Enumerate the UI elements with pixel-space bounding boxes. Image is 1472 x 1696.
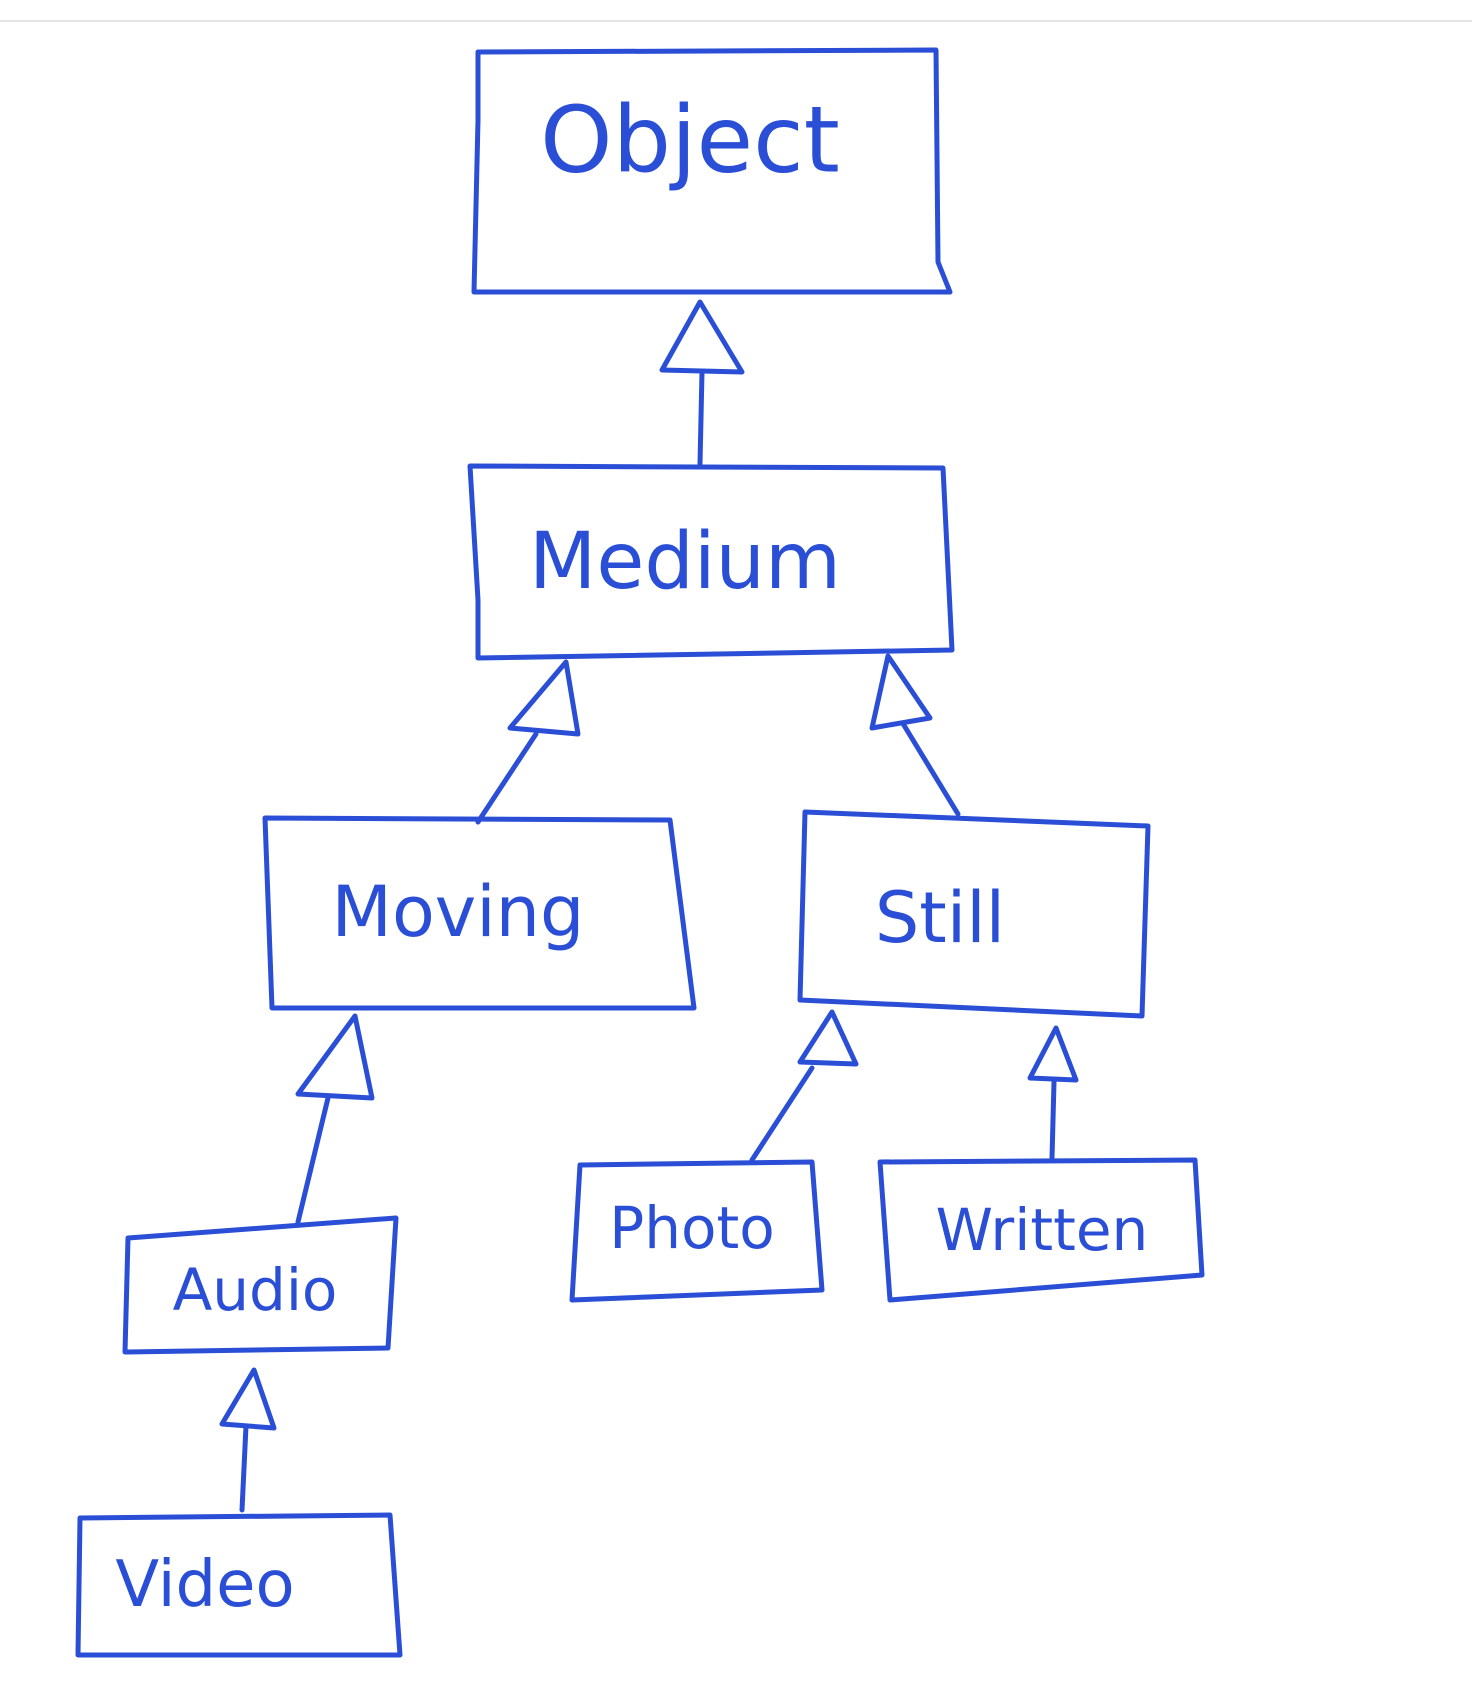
edge-video-audio-arrowhead xyxy=(219,1367,277,1431)
edge-still-to-medium xyxy=(869,653,961,817)
edge-written-to-still xyxy=(1027,1025,1079,1161)
node-moving-label: Moving xyxy=(332,871,585,953)
edge-still-medium-arrowhead xyxy=(869,653,933,731)
node-medium-label: Medium xyxy=(529,517,841,607)
edge-photo-still-line xyxy=(749,1065,815,1163)
edge-moving-medium-arrowhead xyxy=(507,659,581,737)
edge-audio-to-moving xyxy=(295,1013,375,1225)
node-video-label: Video xyxy=(115,1548,294,1622)
edge-photo-still-arrowhead xyxy=(797,1009,859,1067)
node-video: Video xyxy=(75,1512,403,1658)
node-moving: Moving xyxy=(262,815,697,1011)
node-photo: Photo xyxy=(569,1159,825,1303)
node-medium: Medium xyxy=(467,463,955,661)
node-still: Still xyxy=(797,809,1151,1019)
node-video-box xyxy=(75,1512,403,1658)
node-object: Object xyxy=(471,47,953,295)
node-medium-box xyxy=(467,463,955,661)
edge-moving-medium-line xyxy=(475,731,539,825)
node-still-box xyxy=(797,809,1151,1019)
node-written-box xyxy=(877,1157,1205,1303)
node-audio-label: Audio xyxy=(173,1256,338,1324)
edge-video-audio-line xyxy=(239,1423,249,1513)
edge-audio-moving-arrowhead xyxy=(295,1013,375,1101)
edge-medium-to-object xyxy=(659,299,745,467)
node-audio: Audio xyxy=(122,1215,399,1355)
node-audio-box xyxy=(122,1215,399,1355)
node-written: Written xyxy=(877,1157,1205,1303)
top-divider xyxy=(0,20,1472,22)
edge-medium-object-arrowhead xyxy=(659,299,745,375)
edge-photo-to-still xyxy=(749,1009,859,1163)
edge-moving-to-medium xyxy=(475,659,581,825)
edge-written-still-arrowhead xyxy=(1027,1025,1079,1083)
node-still-label: Still xyxy=(875,877,1005,959)
edge-audio-moving-line xyxy=(295,1095,331,1225)
node-photo-box xyxy=(569,1159,825,1303)
node-written-label: Written xyxy=(936,1196,1149,1264)
edge-still-medium-line xyxy=(899,719,961,817)
edge-video-to-audio xyxy=(219,1367,277,1513)
node-object-box xyxy=(471,47,953,295)
edge-written-still-line xyxy=(1049,1079,1057,1161)
edge-medium-object-line xyxy=(697,369,705,467)
node-photo-label: Photo xyxy=(609,1194,774,1262)
node-object-label: Object xyxy=(540,87,840,194)
node-moving-box xyxy=(262,815,697,1011)
